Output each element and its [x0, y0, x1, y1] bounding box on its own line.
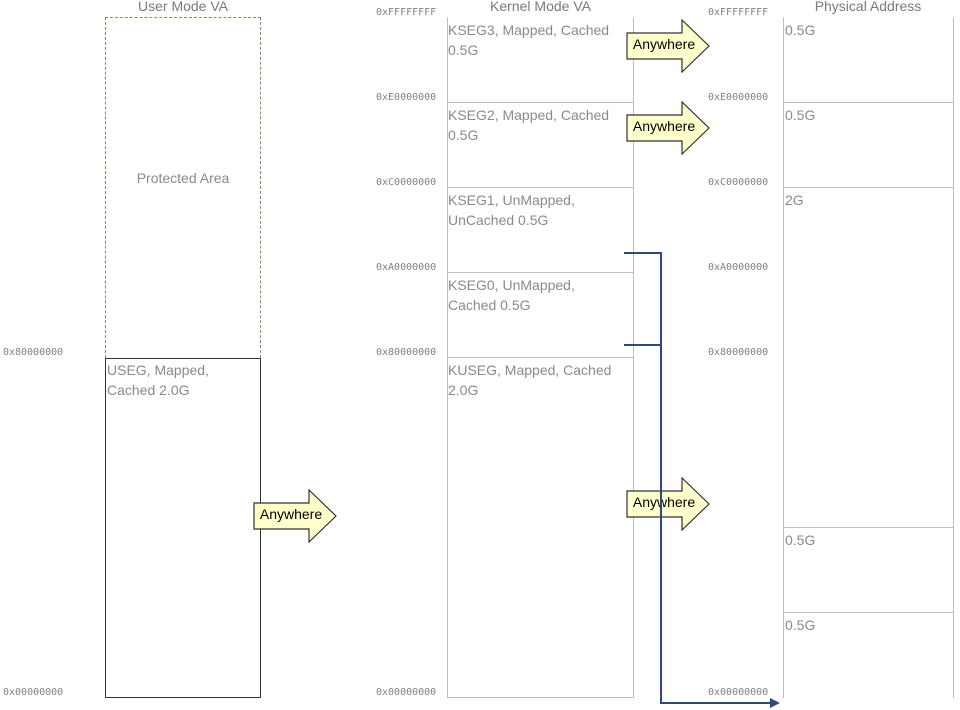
physical-size-2: 0.5G — [785, 107, 816, 123]
kernel-divider-e — [447, 102, 634, 103]
kernel-divider-8 — [447, 357, 634, 358]
user-anywhere-label: Anywhere — [259, 506, 323, 522]
kseg1-label-line2: UnCached 0.5G — [448, 212, 549, 228]
kseg3-label-line2: 0.5G — [448, 42, 479, 58]
kseg2-anywhere-arrow: Anywhere — [626, 101, 710, 155]
kseg2-anywhere-label: Anywhere — [632, 118, 696, 134]
physical-divider-1 — [783, 102, 954, 103]
protected-area-label: Protected Area — [136, 170, 230, 186]
user-addr-00000000: 0x00000000 — [3, 687, 64, 698]
user-va-title: User Mode VA — [138, 0, 228, 14]
right-arrow-icon — [626, 477, 710, 531]
kernel-va-title: Kernel Mode VA — [490, 0, 591, 14]
physical-addr-00000000: 0x00000000 — [708, 687, 769, 698]
physical-addr-c0000000: 0xC0000000 — [708, 177, 769, 188]
physical-addr-ffffffff: 0xFFFFFFFF — [708, 7, 769, 18]
kernel-addr-80000000: 0x80000000 — [376, 347, 437, 358]
useg-label-line1: USEG, Mapped, — [107, 362, 209, 378]
kseg3-label-line1: KSEG3, Mapped, Cached — [448, 22, 610, 38]
kernel-addr-a0000000: 0xA0000000 — [376, 262, 437, 273]
user-addr-80000000: 0x80000000 — [3, 347, 64, 358]
physical-divider-4 — [783, 612, 954, 613]
kuseg-anywhere-label: Anywhere — [632, 494, 696, 510]
kuseg-anywhere-arrow: Anywhere — [626, 477, 710, 531]
physical-divider-3 — [783, 527, 954, 528]
useg-segment — [105, 358, 261, 698]
kernel-addr-e0000000: 0xE0000000 — [376, 92, 437, 103]
kuseg-label-line2: 2.0G — [448, 382, 479, 398]
right-arrow-icon — [626, 101, 710, 155]
right-arrow-icon — [626, 19, 710, 73]
kseg3-anywhere-label: Anywhere — [632, 36, 696, 52]
kseg2-label-line1: KSEG2, Mapped, Cached — [448, 107, 610, 123]
useg-label-line2: Cached 2.0G — [107, 382, 190, 398]
kernel-addr-ffffffff: 0xFFFFFFFF — [376, 7, 437, 18]
physical-addr-a0000000: 0xA0000000 — [708, 262, 769, 273]
physical-title: Physical Address — [814, 0, 922, 14]
kernel-divider-a — [447, 272, 634, 273]
physical-size-5: 0.5G — [785, 617, 816, 633]
kernel-divider-c — [447, 187, 634, 188]
unmapped-connector — [624, 252, 780, 708]
kseg2-label-line2: 0.5G — [448, 127, 479, 143]
user-anywhere-arrow: Anywhere — [253, 489, 337, 543]
physical-left-border — [783, 17, 784, 698]
physical-divider-2 — [783, 187, 954, 188]
kuseg-label-line1: KUSEG, Mapped, Cached — [448, 362, 612, 378]
right-arrow-icon — [253, 489, 337, 543]
kseg0-label-line1: KSEG0, UnMapped, — [448, 277, 575, 293]
protected-area — [105, 17, 261, 358]
kernel-divider-0 — [447, 697, 634, 698]
kernel-addr-00000000: 0x00000000 — [376, 687, 437, 698]
arrowhead-icon — [770, 698, 780, 708]
physical-addr-e0000000: 0xE0000000 — [708, 92, 769, 103]
physical-size-3: 2G — [785, 192, 804, 208]
physical-addr-80000000: 0x80000000 — [708, 347, 769, 358]
kseg0-label-line2: Cached 0.5G — [448, 297, 531, 313]
physical-size-4: 0.5G — [785, 532, 816, 548]
physical-size-1: 0.5G — [785, 22, 816, 38]
kseg1-label-line1: KSEG1, UnMapped, — [448, 192, 575, 208]
kernel-addr-c0000000: 0xC0000000 — [376, 177, 437, 188]
kseg3-anywhere-arrow: Anywhere — [626, 19, 710, 73]
physical-right-border — [953, 17, 954, 698]
